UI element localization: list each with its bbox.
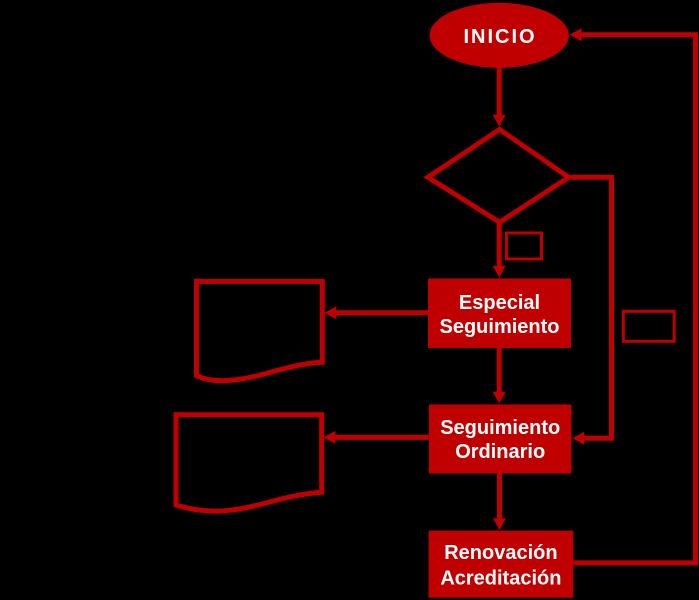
svg-text:Ordinario: Ordinario bbox=[455, 441, 545, 463]
svg-text:INICIO: INICIO bbox=[463, 26, 536, 48]
svg-text:Seguimiento: Seguimiento bbox=[440, 417, 560, 439]
svg-text:Especial: Especial bbox=[459, 292, 540, 314]
svg-text:Renovación: Renovación bbox=[444, 542, 557, 564]
svg-text:Seguimiento: Seguimiento bbox=[439, 316, 559, 338]
svg-text:Acreditación: Acreditación bbox=[440, 567, 561, 589]
